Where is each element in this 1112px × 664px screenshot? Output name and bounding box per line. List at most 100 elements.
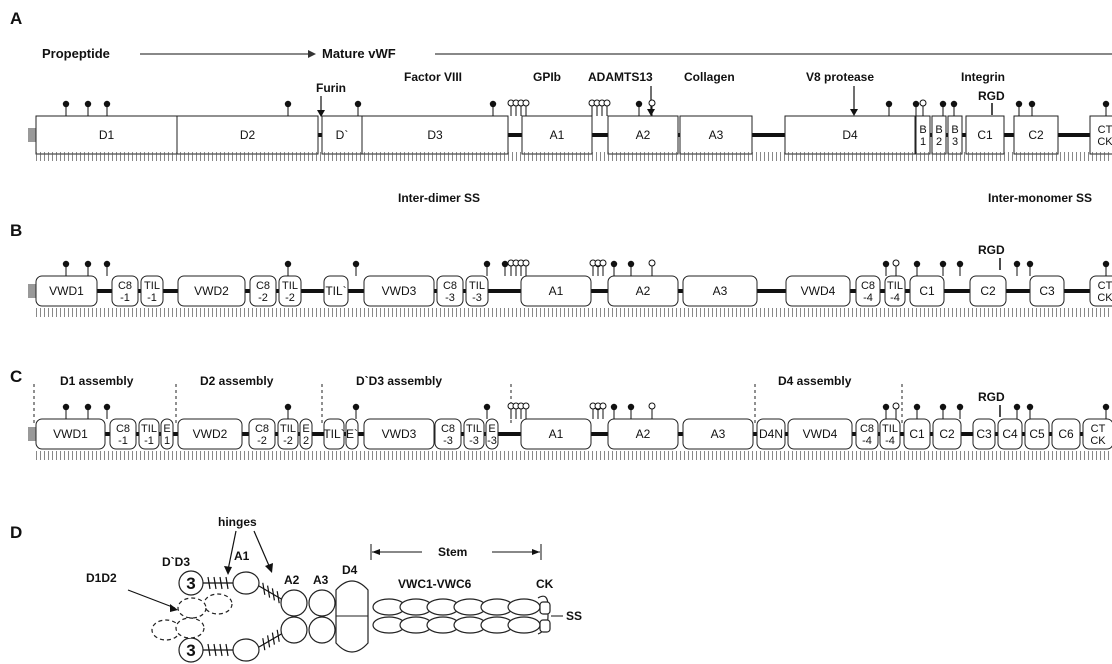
d1d2-dashed-module	[175, 617, 205, 639]
n-glycan-marker	[84, 100, 92, 108]
dd3-assembly-label: D`D3 assembly	[356, 374, 442, 388]
a3-label: A3	[313, 573, 329, 587]
domain-a-b-2-9-label: B	[935, 124, 942, 136]
d1d2-dashed-module	[203, 593, 233, 615]
domain-a-ct-ck-13-label: CK	[1097, 136, 1112, 148]
domain-c-e-2-7	[299, 418, 313, 450]
n-glycan-marker	[1026, 403, 1034, 411]
v8-protease-label: V8 protease	[806, 70, 874, 84]
n-glycan-marker	[956, 403, 964, 411]
o-glycan-marker	[892, 259, 900, 267]
n-glycan-marker	[950, 100, 958, 108]
n-glycan-marker	[489, 100, 497, 108]
propeptide-arrowhead	[308, 50, 316, 58]
adamts13-label: ADAMTS13	[588, 70, 653, 84]
domain-c-ct-ck-27-label: CK	[1090, 435, 1106, 447]
domain-c-c8-4-19-label: C8	[860, 423, 874, 435]
domain-b-til-3-9-label: -3	[472, 292, 482, 304]
domain-c-til-4-20	[879, 418, 901, 450]
domain-c-e-1-3	[160, 418, 174, 450]
hinge-hash	[225, 643, 229, 657]
hinge-linker	[258, 585, 284, 601]
hinge-hash	[219, 643, 223, 657]
domain-c-til-8-label: TIL`	[323, 427, 344, 441]
domain-c-c2-22-label: C2	[939, 427, 955, 441]
panel-d-letter: D	[10, 523, 22, 542]
n-glycan-marker	[956, 260, 964, 268]
hinge-hash	[219, 576, 223, 590]
domain-c-e-3-13-label: E	[488, 423, 495, 435]
domain-c-vwd2-4-label: VWD2	[193, 427, 228, 441]
a-domain-module	[308, 616, 336, 644]
domain-b-c3-18-label: C3	[1039, 284, 1055, 298]
n-glycan-marker	[1013, 403, 1021, 411]
domain-b-c8-4-14-label: -4	[863, 292, 873, 304]
o-glycan-marker	[603, 99, 611, 107]
domain-c-vwd4-18-label: VWD4	[803, 427, 838, 441]
domain-a-b-3-10-label: 3	[952, 136, 958, 148]
domain-c-d4n-17-label: D4N	[759, 427, 783, 441]
domain-b-c8-1-1	[111, 275, 139, 307]
domain-b-til-6-label: TIL`	[325, 284, 346, 298]
domain-b-ct-ck-19-label: CK	[1097, 292, 1112, 304]
n-glycan-marker	[882, 403, 890, 411]
panel-a-letter: A	[10, 9, 22, 28]
a1-label: A1	[234, 549, 250, 563]
o-glycan-marker	[919, 99, 927, 107]
domain-b-c8-1-1-label: -1	[120, 292, 130, 304]
domain-a-a2-5	[607, 115, 679, 155]
o-glycan-marker	[648, 99, 656, 107]
domain-a-d4-7	[784, 115, 916, 155]
n-glycan-marker	[912, 100, 920, 108]
o-glycan-marker	[599, 259, 607, 267]
n-glycan-marker	[84, 260, 92, 268]
domain-b-c8-4-14-label: C8	[861, 280, 875, 292]
texture-b	[36, 308, 1112, 317]
a1-module	[232, 638, 260, 662]
domain-c-ct-ck-27-label: CT	[1091, 423, 1106, 435]
domain-a-a2-5-label: A2	[636, 128, 651, 142]
n-glycan-marker	[84, 403, 92, 411]
glycan-markers-c	[62, 402, 1110, 419]
domain-c-til-2-6-label: -2	[283, 435, 293, 447]
d4-assembly-label: D4 assembly	[778, 374, 852, 388]
domain-c-vwd4-18	[787, 418, 853, 450]
n-glycan-marker	[284, 403, 292, 411]
n-glycan-marker	[882, 260, 890, 268]
o-glycan-marker	[522, 99, 530, 107]
inter-dimer-ss-label: Inter-dimer SS	[398, 191, 480, 205]
hinge-hash	[267, 585, 271, 598]
hinges-label: hinges	[218, 515, 257, 529]
domain-c-a3-16	[682, 418, 754, 450]
n-glycan-marker	[1102, 100, 1110, 108]
domain-c-c2-22	[932, 418, 962, 450]
glycan-markers-b	[62, 259, 1110, 276]
domain-c-c8-2-5	[248, 418, 276, 450]
texture-c	[36, 451, 1112, 460]
domain-c-til-2-6-label: TIL	[280, 423, 296, 435]
domain-c-til-3-12-label: TIL	[466, 423, 482, 435]
d2-assembly-label: D2 assembly	[200, 374, 274, 388]
domain-a-d2-1-label: D2	[240, 128, 256, 142]
domain-c-a2-15-label: A2	[636, 427, 651, 441]
domain-b-c1-16-label: C1	[919, 284, 935, 298]
domain-c-c8-3-11-label: -3	[443, 435, 453, 447]
n-glycan-marker	[913, 403, 921, 411]
domain-c-vwd3-10-label: VWD3	[382, 427, 417, 441]
domain-c-a2-15	[607, 418, 679, 450]
domain-b-a3-12-label: A3	[713, 284, 728, 298]
domain-a-b-2-9-label: 2	[936, 136, 942, 148]
n-glycan-marker	[483, 403, 491, 411]
hinge-hash	[262, 582, 266, 595]
domain-b-vwd3-7	[363, 275, 435, 307]
domain-a-ct-ck-13-label: CT	[1098, 124, 1112, 136]
domain-c-c5-25-label: C5	[1029, 427, 1045, 441]
domain-b-til-3-9-label: TIL	[469, 280, 485, 292]
domain-c-e-1-3-label: E	[163, 423, 170, 435]
hinge-hash	[276, 629, 280, 642]
n-glycan-marker	[501, 260, 509, 268]
n-glycan-marker	[352, 403, 360, 411]
glycan-markers-a	[62, 99, 1110, 116]
domain-b-c8-2-4	[249, 275, 277, 307]
